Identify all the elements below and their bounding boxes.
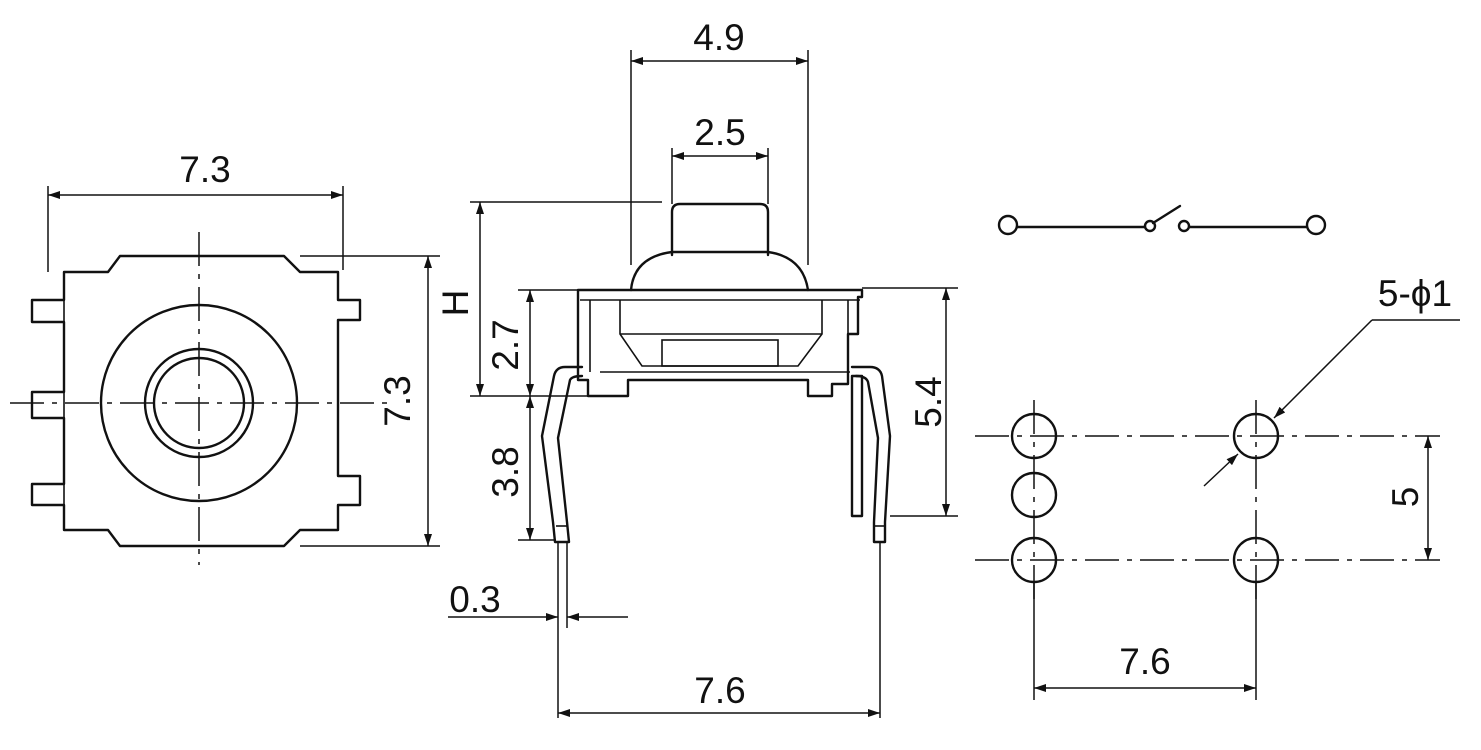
switch-terminal-left — [997, 214, 1019, 236]
dim-label-body-height: 2.7 — [485, 319, 526, 370]
dim-label-row-spacing: 5 — [1385, 487, 1426, 508]
dim-label-stem-tip: 2.5 — [694, 112, 745, 153]
dimension-lines — [47, 50, 1460, 718]
switch-terminal-right — [1305, 214, 1327, 236]
dim-label-lead-length: 3.8 — [485, 446, 526, 497]
dim-label-lead-pitch: 7.6 — [694, 670, 745, 711]
dimension-labels: 7.3 7.3 4.9 2.5 H 2.7 3.8 5.4 0.3 7.6 5-… — [179, 17, 1452, 711]
dim-label-lead-thickness: 0.3 — [449, 579, 500, 620]
dim-label-overall-height: 5.4 — [908, 376, 949, 427]
dim-label-top-width: 7.3 — [179, 149, 230, 190]
dim-label-top-height: 7.3 — [377, 375, 418, 426]
top-view-body-outline — [30, 254, 362, 548]
switch-contact-right — [1177, 219, 1191, 233]
side-view-right-tab — [850, 374, 864, 518]
dim-label-hole-spec: 5-ϕ1 — [1378, 273, 1452, 314]
side-view-body — [576, 288, 864, 398]
dim-label-stem-outer: 4.9 — [693, 17, 744, 58]
dim-label-hole-pitch: 7.6 — [1119, 641, 1170, 682]
footprint-hole — [1010, 412, 1058, 460]
side-view — [540, 202, 892, 544]
side-view-internal-cavity — [619, 300, 823, 367]
side-view-slot — [661, 339, 779, 367]
pcb-footprint — [975, 400, 1440, 600]
side-view-left-lead — [540, 365, 584, 544]
switch-schematic-symbol — [997, 204, 1327, 236]
side-view-right-lead — [850, 365, 892, 544]
dim-label-actuator-height: H — [435, 290, 476, 317]
switch-contact-left — [1143, 219, 1157, 233]
side-view-dome — [629, 250, 810, 292]
switch-blade — [1151, 204, 1182, 225]
top-view — [10, 232, 390, 565]
footprint-hole — [1232, 412, 1280, 460]
footprint-hole — [1010, 471, 1058, 519]
side-view-actuator-stem — [670, 202, 770, 257]
